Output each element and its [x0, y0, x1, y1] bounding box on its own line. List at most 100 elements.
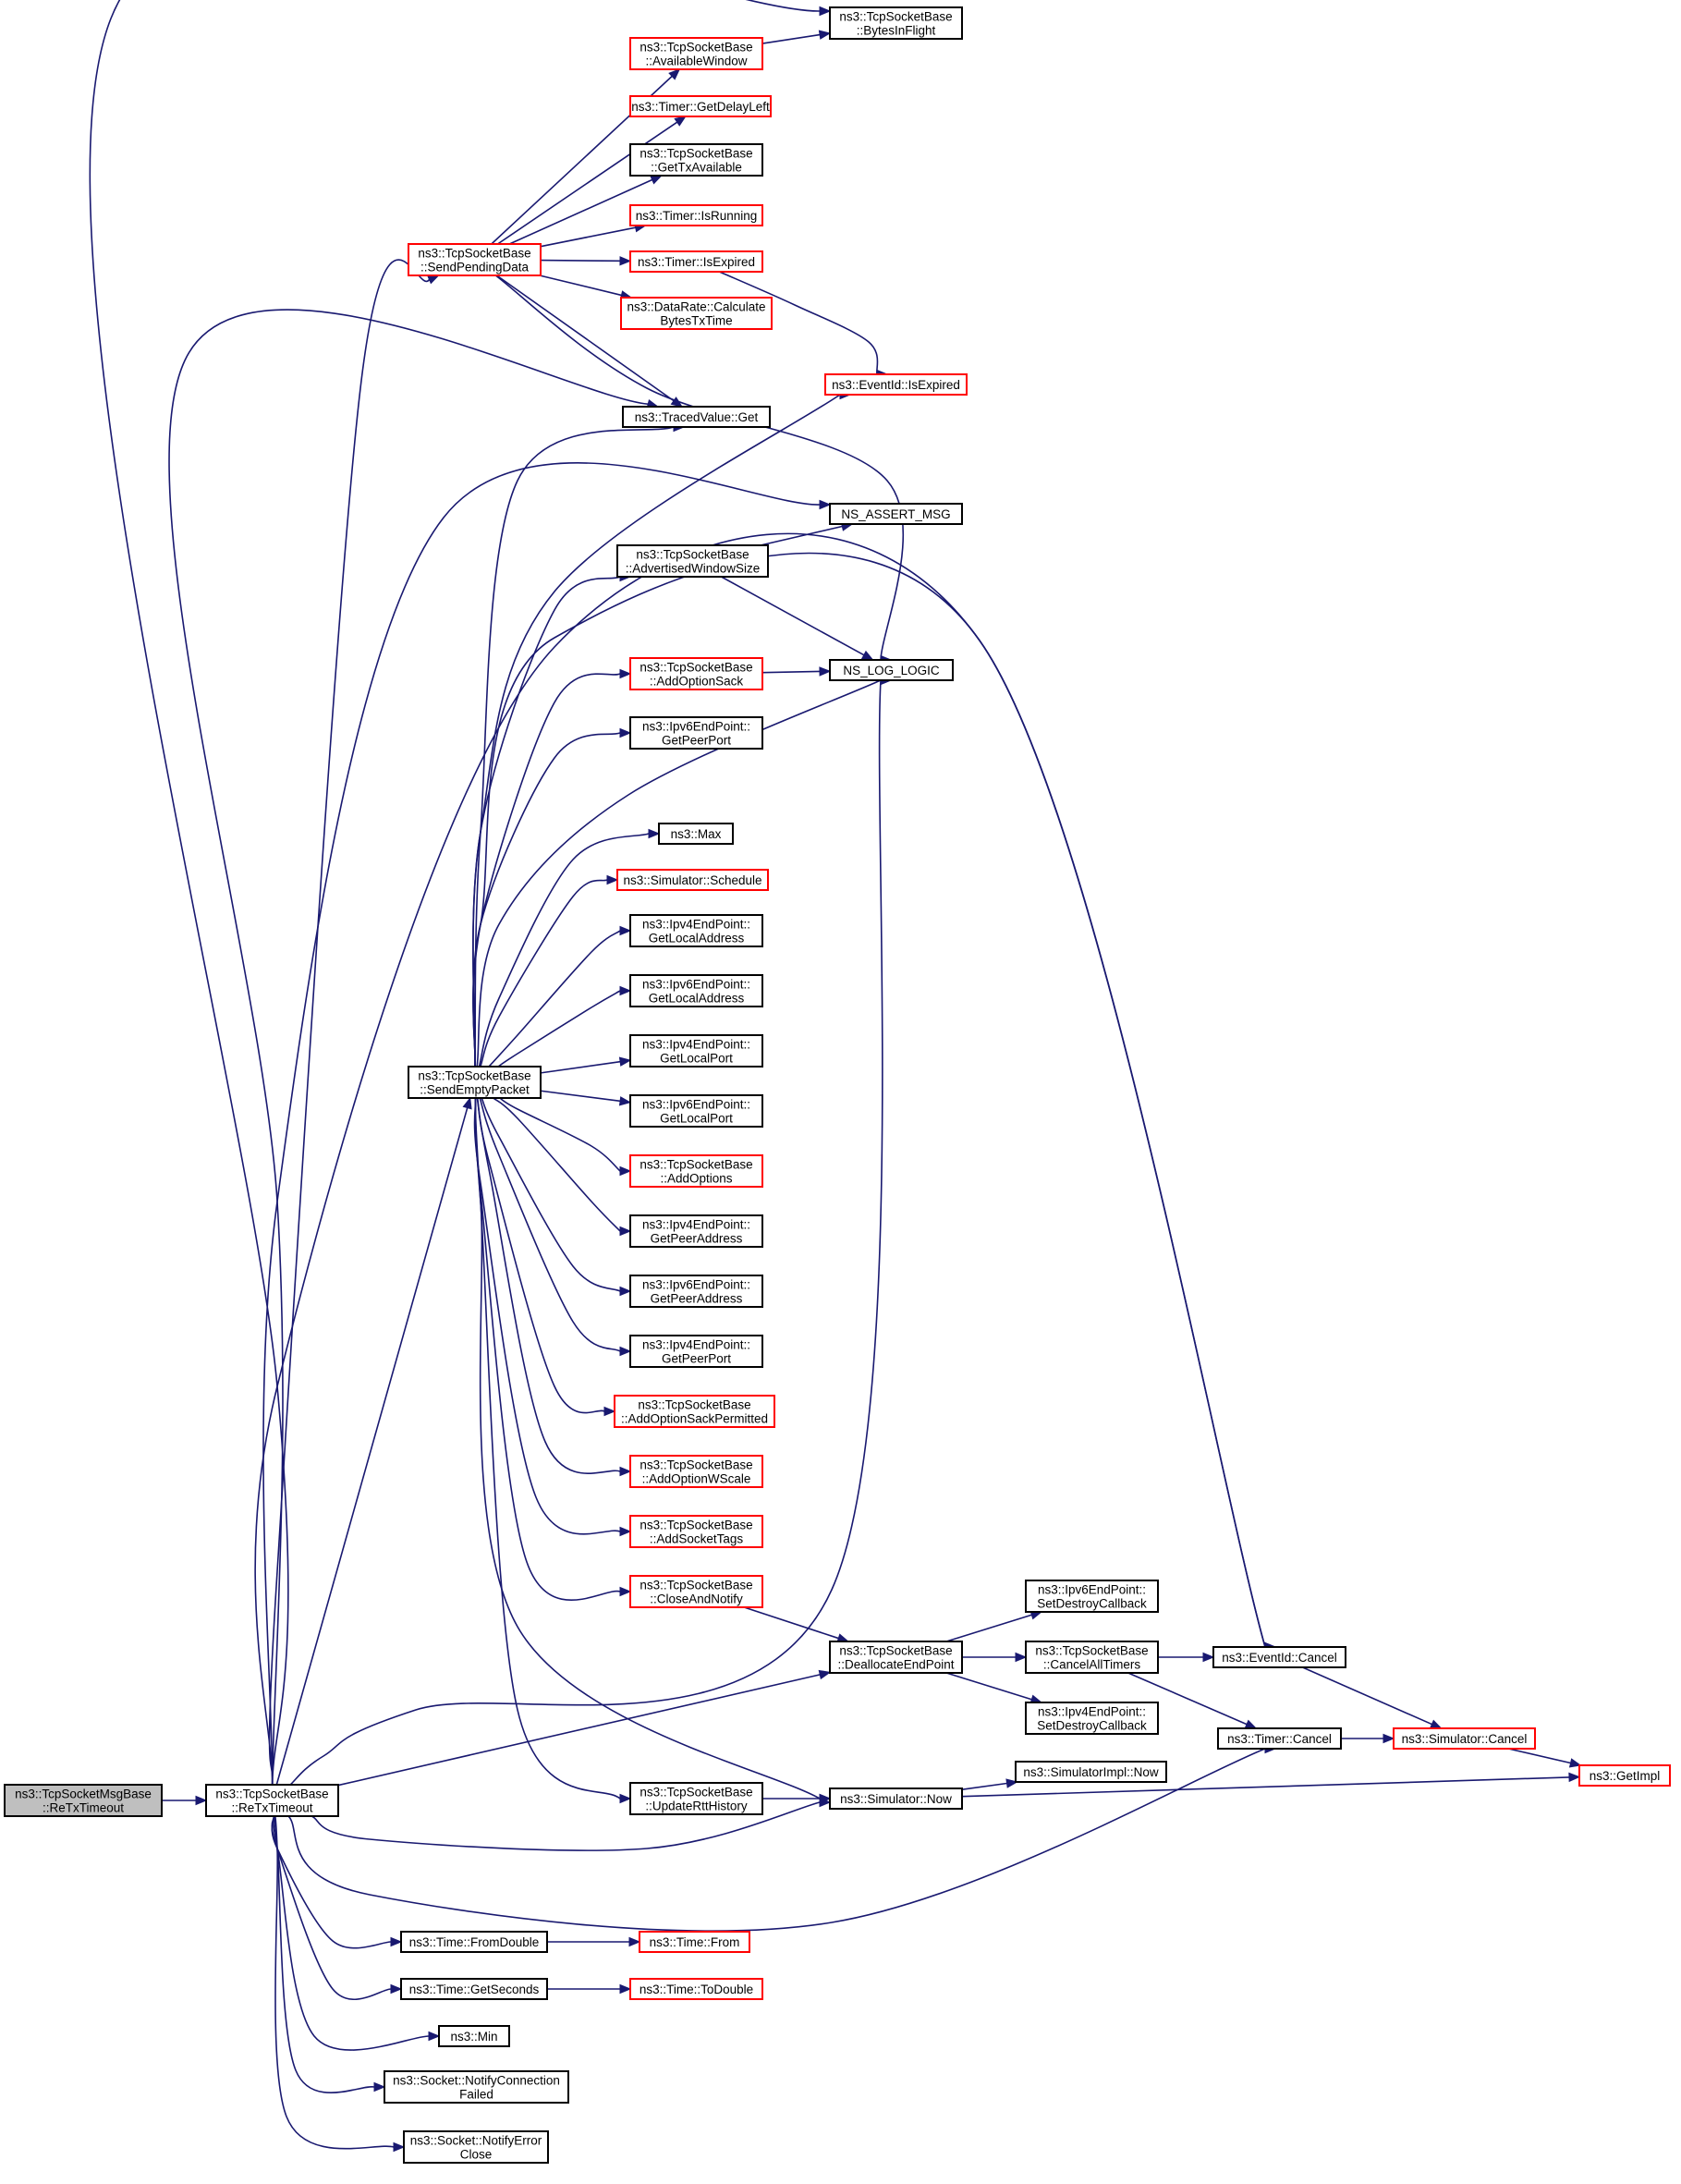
function-node-retx[interactable]: ns3::TcpSocketBase::ReTxTimeout	[205, 1784, 339, 1817]
function-node-dealloc[interactable]: ns3::TcpSocketBase::DeallocateEndPoint	[829, 1641, 963, 1674]
function-node-v6peeraddr[interactable]: ns3::Ipv6EndPoint::GetPeerAddress	[629, 1275, 763, 1308]
function-node-v6setdestroy[interactable]: ns3::Ipv6EndPoint::SetDestroyCallback	[1025, 1580, 1159, 1613]
function-node-simimplnow[interactable]: ns3::SimulatorImpl::Now	[1015, 1761, 1167, 1783]
function-node-timefrom[interactable]: ns3::Time::From	[639, 1931, 750, 1953]
node-label: ns3::Simulator::Schedule	[623, 873, 761, 887]
function-node-v6localaddr[interactable]: ns3::Ipv6EndPoint::GetLocalAddress	[629, 974, 763, 1007]
edge-arrowhead	[819, 6, 832, 17]
node-label: ns3::Ipv4EndPoint::	[642, 1038, 750, 1052]
function-node-availwin[interactable]: ns3::TcpSocketBase::AvailableWindow	[629, 37, 763, 70]
edge-arrowhead	[619, 668, 632, 679]
call-edge-retx-to-notifyconnfailed	[273, 1815, 386, 2093]
node-box	[1217, 1727, 1342, 1750]
node-box	[629, 1154, 763, 1188]
function-node-todouble[interactable]: ns3::Time::ToDouble	[629, 1978, 763, 2000]
function-node-tracedget[interactable]: ns3::TracedValue::Get	[622, 406, 771, 428]
function-node-v4peerport[interactable]: ns3::Ipv4EndPoint::GetPeerPort	[629, 1335, 763, 1368]
function-node-getseconds[interactable]: ns3::Time::GetSeconds	[400, 1978, 548, 2000]
node-label: ns3::Timer::Cancel	[1227, 1732, 1332, 1746]
function-node-simcancel[interactable]: ns3::Simulator::Cancel	[1393, 1727, 1536, 1750]
node-label: ::AddSocketTags	[650, 1532, 744, 1546]
function-node-sendempty[interactable]: ns3::TcpSocketBase::SendEmptyPacket	[408, 1066, 542, 1099]
edge-line	[508, 178, 653, 245]
node-label: ns3::TcpSocketBase	[839, 10, 952, 24]
node-box	[438, 2025, 510, 2047]
edge-arrowhead	[619, 925, 632, 936]
call-edge-sendempty-to-updatertt	[474, 1097, 632, 1804]
call-edge-sendempty-to-addwscale	[476, 1097, 632, 1477]
function-node-v4localport[interactable]: ns3::Ipv4EndPoint::GetLocalPort	[629, 1034, 763, 1068]
function-node-v4localaddr[interactable]: ns3::Ipv4EndPoint::GetLocalAddress	[629, 914, 763, 947]
function-node-eventcancel[interactable]: ns3::EventId::Cancel	[1212, 1646, 1346, 1668]
function-node-v4setdestroy[interactable]: ns3::Ipv4EndPoint::SetDestroyCallback	[1025, 1702, 1159, 1735]
function-node-addoptions[interactable]: ns3::TcpSocketBase::AddOptions	[629, 1154, 763, 1188]
function-node-v6peerport[interactable]: ns3::Ipv6EndPoint::GetPeerPort	[629, 716, 763, 750]
function-node-timerisexpired[interactable]: ns3::Timer::IsExpired	[629, 250, 763, 273]
edge-arrowhead	[819, 499, 832, 510]
call-edge-msgbase_retx-to-retx	[162, 1795, 208, 1806]
edge-line	[271, 1815, 392, 2000]
function-node-max[interactable]: ns3::Max	[658, 823, 734, 845]
node-label: ns3::TcpSocketBase	[640, 1786, 752, 1800]
call-edge-sendempty-to-addsackperm	[476, 1097, 616, 1417]
node-label: ns3::Ipv6EndPoint::	[642, 720, 750, 734]
function-node-schedule[interactable]: ns3::Simulator::Schedule	[616, 869, 769, 891]
call-edge-retx-to-sendempty	[275, 1096, 472, 1786]
function-node-bytesinflight[interactable]: ns3::TcpSocketBase::BytesInFlight	[829, 6, 963, 40]
function-node-cancelall[interactable]: ns3::TcpSocketBase::CancelAllTimers	[1025, 1641, 1159, 1674]
function-node-addsackperm[interactable]: ns3::TcpSocketBase::AddOptionSackPermitt…	[614, 1395, 775, 1428]
edge-line	[311, 1801, 821, 1851]
function-node-getimpl[interactable]: ns3::GetImpl	[1578, 1764, 1671, 1787]
edge-arrowhead	[619, 1466, 632, 1477]
function-node-v4peeraddr[interactable]: ns3::Ipv4EndPoint::GetPeerAddress	[629, 1214, 763, 1248]
node-label: GetLocalPort	[660, 1112, 733, 1126]
function-node-v6localport[interactable]: ns3::Ipv6EndPoint::GetLocalPort	[629, 1094, 763, 1128]
node-label: ns3::TcpSocketBase	[215, 1787, 328, 1801]
function-node-getdelayleft[interactable]: ns3::Timer::GetDelayLeft	[629, 95, 772, 117]
call-edge-timercancel-to-simcancel	[1341, 1733, 1395, 1744]
function-node-sendpending[interactable]: ns3::TcpSocketBase::SendPendingData	[408, 243, 542, 276]
function-node-loglogic[interactable]: NS_LOG_LOGIC	[829, 659, 954, 681]
edge-arrowhead	[618, 1056, 632, 1067]
call-edge-sendempty-to-addsockettags	[473, 1097, 632, 1537]
function-node-simnow[interactable]: ns3::Simulator::Now	[829, 1787, 963, 1810]
node-box	[629, 1978, 763, 2000]
node-label: GetPeerPort	[662, 734, 731, 748]
function-node-advwin[interactable]: ns3::TcpSocketBase::AdvertisedWindowSize	[616, 544, 769, 578]
function-node-addwscale[interactable]: ns3::TcpSocketBase::AddOptionWScale	[629, 1455, 763, 1488]
node-box	[629, 250, 763, 273]
node-label: ns3::DataRate::Calculate	[627, 300, 765, 314]
call-edge-sendempty-to-addoptions	[499, 1097, 632, 1177]
function-node-fromdouble[interactable]: ns3::Time::FromDouble	[400, 1931, 548, 1953]
function-node-assertmsg[interactable]: NS_ASSERT_MSG	[829, 503, 963, 525]
edge-arrowhead	[650, 175, 663, 185]
function-node-closenotify[interactable]: ns3::TcpSocketBase::CloseAndNotify	[629, 1575, 763, 1608]
edge-line	[272, 1815, 430, 2051]
node-label: BytesTxTime	[660, 314, 732, 328]
node-box	[629, 1782, 763, 1815]
function-node-gettxavail[interactable]: ns3::TcpSocketBase::GetTxAvailable	[629, 143, 763, 177]
call-edge-sendpending-to-timerisexpired	[540, 256, 632, 266]
call-edge-retx-to-notifyerrclose	[273, 1814, 406, 2153]
function-node-addoptsack[interactable]: ns3::TcpSocketBase::AddOptionSack	[629, 657, 763, 690]
edge-line	[719, 271, 879, 375]
edge-line	[761, 670, 821, 674]
edge-arrowhead	[619, 1346, 632, 1357]
function-node-addsockettags[interactable]: ns3::TcpSocketBase::AddSocketTags	[629, 1515, 763, 1548]
call-edge-fromdouble-to-timefrom	[547, 1936, 641, 1947]
function-node-isrunning[interactable]: ns3::Timer::IsRunning	[629, 204, 763, 226]
function-node-eventisexpired[interactable]: ns3::EventId::IsExpired	[824, 373, 968, 396]
node-box	[629, 716, 763, 750]
node-label: ::ReTxTimeout	[231, 1801, 312, 1815]
node-label: Failed	[459, 2088, 493, 2102]
node-label: ::BytesInFlight	[857, 24, 936, 38]
function-node-timercancel[interactable]: ns3::Timer::Cancel	[1217, 1727, 1342, 1750]
edge-arrowhead	[462, 1096, 472, 1110]
function-node-min[interactable]: ns3::Min	[438, 2025, 510, 2047]
node-label: ns3::Simulator::Cancel	[1402, 1732, 1528, 1746]
function-node-updatertt[interactable]: ns3::TcpSocketBase::UpdateRttHistory	[629, 1782, 763, 1815]
